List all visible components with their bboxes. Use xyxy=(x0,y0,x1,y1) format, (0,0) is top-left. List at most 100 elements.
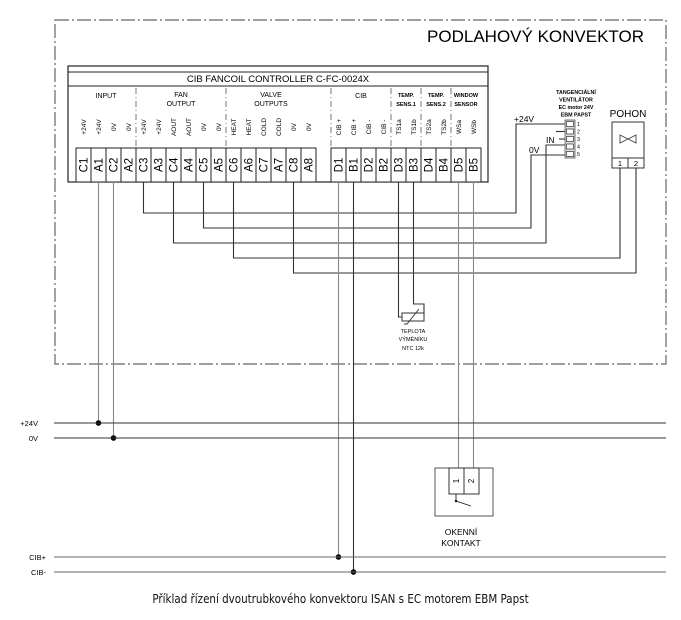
terminal-c8: C8 xyxy=(289,158,301,173)
sensor-label-1: TEPLOTA xyxy=(401,329,426,335)
signal-label: 0V xyxy=(216,122,223,131)
wire-fan-0v xyxy=(202,154,565,229)
signal-label: HEAT xyxy=(231,119,238,136)
terminal-c7: C7 xyxy=(259,158,271,173)
signal-label: 0V xyxy=(201,122,208,131)
contact-pin-2: 2 xyxy=(467,478,476,483)
fan-wire-label-in: IN xyxy=(546,135,555,145)
terminal-a7: A7 xyxy=(274,158,286,172)
wire-actuator-1 xyxy=(232,168,621,259)
sensor-label-2: VÝMĚNÍKU xyxy=(399,335,428,343)
bus-label-24v: +24V xyxy=(20,419,38,428)
signal-label: WSa xyxy=(456,120,463,134)
signal-label: 0V xyxy=(306,122,313,131)
signal-label: COLD xyxy=(276,118,283,136)
terminal-b3: B3 xyxy=(409,158,421,172)
terminal-d3: D3 xyxy=(394,158,406,173)
buses: +24V 0V CIB+ CIB- xyxy=(20,419,666,577)
signal-label: +24V xyxy=(81,119,88,135)
signal-label: WSb xyxy=(471,120,478,134)
wire-ts1a xyxy=(397,182,402,318)
fan-label: EBM PAPST xyxy=(561,113,592,119)
fan-pin xyxy=(566,121,574,127)
fan-label: VENTILÁTOR xyxy=(559,97,593,104)
fan-wire-label-0v: 0V xyxy=(529,145,540,155)
actuator-label: POHON xyxy=(610,109,647,120)
group-label: OUTPUTS xyxy=(254,101,288,108)
terminal-a5: A5 xyxy=(214,158,226,172)
fan-pin-number: 1 xyxy=(577,122,580,128)
caption: Příklad řízení dvoutrubkového konvektoru… xyxy=(152,592,529,606)
wire-fan-24v xyxy=(142,123,565,214)
group-label: WINDOW xyxy=(454,93,479,99)
fan-pin xyxy=(566,151,574,157)
group-label: TEMP. xyxy=(428,93,445,99)
fan-pin xyxy=(566,143,574,150)
signal-label: CIB - xyxy=(381,120,388,135)
controller-module: CIB FANCOIL CONTROLLER C-FC-0024X INPUT F… xyxy=(67,65,489,183)
terminal-c4: C4 xyxy=(169,157,181,172)
terminal-d1: D1 xyxy=(334,158,346,173)
terminal-d2: D2 xyxy=(364,158,376,173)
terminal-c3: C3 xyxy=(139,158,151,173)
terminal-a6: A6 xyxy=(244,158,256,172)
group-label: SENS.2 xyxy=(426,102,446,108)
signal-label: AOUT xyxy=(186,118,193,136)
enclosure-title: PODLAHOVÝ KONVEKTOR xyxy=(427,27,644,46)
actuator-pohon: POHON 1 2 xyxy=(610,109,647,169)
signal-label: +24V xyxy=(96,119,103,135)
fan-pin xyxy=(566,128,574,135)
signal-label: 0V xyxy=(291,122,298,131)
terminal-box xyxy=(300,147,317,183)
fan-wire-label-24v: +24V xyxy=(514,114,534,124)
terminal-a8: A8 xyxy=(304,158,316,172)
signal-label: CIB - xyxy=(366,120,373,135)
wire-ts1b xyxy=(412,182,425,317)
actuator-pin-1: 1 xyxy=(618,159,622,168)
thermistor-icon xyxy=(404,308,420,325)
terminal-a3: A3 xyxy=(154,158,166,172)
fan-label: TANGENCIÁLNÍ xyxy=(556,88,596,96)
bus-label-cib-plus: CIB+ xyxy=(29,553,47,562)
contact-pin-1: 1 xyxy=(452,478,461,483)
terminal-b1: B1 xyxy=(349,158,361,172)
group-label: SENSOR xyxy=(454,102,477,108)
valve-icon xyxy=(619,134,637,144)
fan-pin xyxy=(566,136,574,142)
group-label: VALVE xyxy=(260,92,282,99)
terminal-d5: D5 xyxy=(454,158,466,173)
terminal-b5: B5 xyxy=(469,158,481,172)
controller-title: CIB FANCOIL CONTROLLER C-FC-0024X xyxy=(187,74,370,85)
signal-label: CIB + xyxy=(336,119,343,136)
terminal-c5: C5 xyxy=(199,158,211,173)
contact-label-2: KONTAKT xyxy=(441,538,481,548)
terminal-a1: A1 xyxy=(94,158,106,172)
signal-label: AOUT xyxy=(171,118,178,136)
terminal-c6: C6 xyxy=(229,158,241,173)
signal-label: TS1a xyxy=(396,119,403,135)
actuator-pin-2: 2 xyxy=(634,159,638,168)
signal-label: CIB + xyxy=(351,119,358,136)
group-label: CIB xyxy=(355,93,367,100)
fan-pin-number: 5 xyxy=(577,152,580,158)
enclosure-boundary xyxy=(54,19,667,365)
group-label: FAN xyxy=(174,92,188,99)
wire-actuator-2 xyxy=(292,168,637,274)
terminal-b4: B4 xyxy=(439,157,451,172)
group-label: SENS.1 xyxy=(396,102,416,108)
signal-label: 0V xyxy=(111,122,118,131)
terminal-c2: C2 xyxy=(109,158,121,173)
group-label: INPUT xyxy=(96,93,118,100)
bus-label-0v: 0V xyxy=(29,434,38,443)
signal-label: +24V xyxy=(156,119,163,135)
signal-label: 0V xyxy=(126,122,133,131)
terminal-d4: D4 xyxy=(424,157,436,172)
wires xyxy=(95,123,637,575)
sensor-label-3: NTC 12k xyxy=(402,346,424,352)
fan-pin-number: 4 xyxy=(577,145,580,151)
group-label: OUTPUT xyxy=(167,101,197,108)
bus-label-cib-minus: CIB- xyxy=(31,568,47,577)
group-label: TEMP. xyxy=(398,93,415,99)
wire-fan-in xyxy=(172,144,565,244)
